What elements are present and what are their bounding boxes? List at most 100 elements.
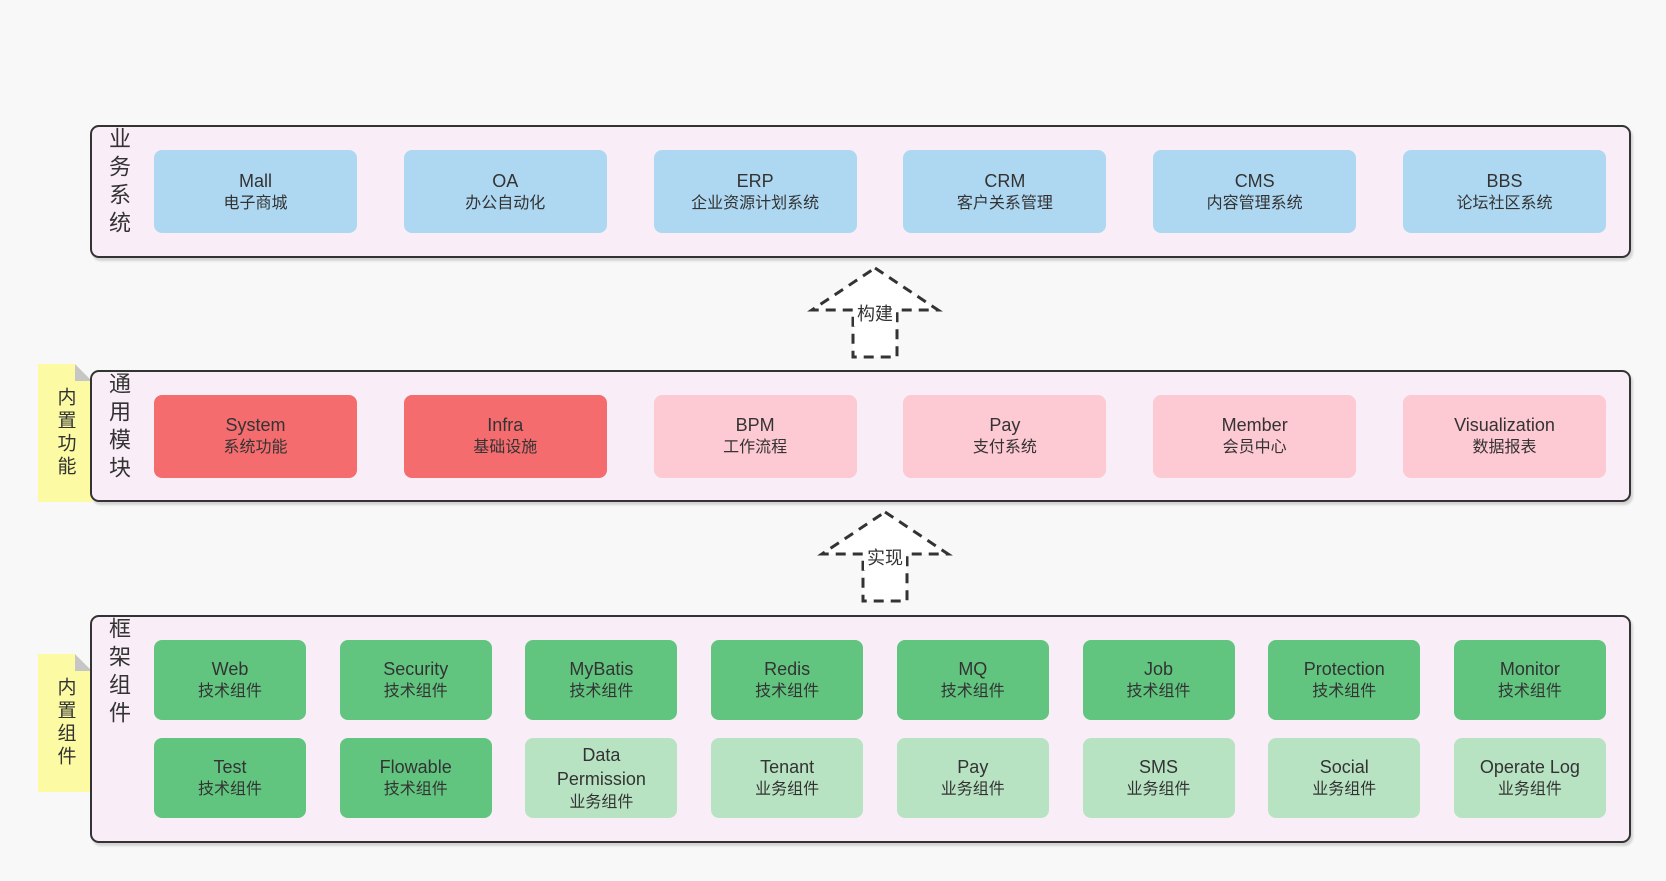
box-subtitle: 工作流程 [723,439,788,457]
box-subtitle: 业务组件 [569,793,634,811]
box-subtitle: 技术组件 [197,781,262,799]
box-subtitle: 业务组件 [1126,781,1191,799]
box-visualization: Visualization 数据报表 [1402,394,1606,478]
box-pay: Pay 支付系统 [903,394,1107,478]
box-member: Member 会员中心 [1153,394,1357,478]
box-bbs: BBS 论坛社区系统 [1402,150,1606,233]
framework-boxes: Web 技术组件 Security 技术组件 MyBatis 技术组件 Redi… [154,617,1606,841]
arrow-implement: 实现 [815,506,955,606]
box-test: Test 技术组件 [154,738,306,818]
box-subtitle: 基础设施 [473,439,538,457]
box-subtitle: 论坛社区系统 [1456,194,1553,212]
sticky-note-built-in-components: 内置组件 [38,654,92,792]
box-title: System [225,415,286,436]
box-title: CMS [1234,170,1275,191]
box-subtitle: 技术组件 [197,683,262,701]
box-title: Job [1144,659,1174,680]
box-title: CRM [984,170,1026,191]
box-infra: Infra 基础设施 [403,394,607,478]
sticky-label: 内置功能 [54,387,76,479]
box-title: Security [383,659,449,680]
box-sms: SMS 业务组件 [1082,738,1235,818]
box-title: Visualization [1454,415,1555,436]
module-boxes: System 系统功能 Infra 基础设施 BPM 工作流程 Pay 支付系统… [154,372,1606,500]
box-flowable: Flowable 技术组件 [339,738,492,818]
box-bpm: BPM 工作流程 [653,394,857,478]
box-title: Infra [487,415,524,436]
box-subtitle: 技术组件 [383,781,448,799]
box-subtitle: 支付系统 [972,439,1037,457]
arrow-implement-label: 实现 [864,544,906,570]
box-subtitle: 数据报表 [1472,439,1537,457]
box-subtitle: 内容管理系统 [1206,194,1303,212]
box-title: MQ [958,659,988,680]
box-title: Member [1221,415,1288,436]
box-operate-log: Operate Log 业务组件 [1453,738,1606,818]
box-title: Protection [1303,659,1385,680]
box-web: Web 技术组件 [154,640,306,720]
box-title: Test [213,757,247,778]
box-monitor: Monitor 技术组件 [1453,640,1606,720]
box-subtitle: 技术组件 [1126,683,1191,701]
box-title: Flowable [379,757,452,778]
box-social: Social 业务组件 [1268,738,1421,818]
arrow-build: 构建 [805,262,945,362]
box-subtitle: 技术组件 [755,683,820,701]
box-pay-biz: Pay 业务组件 [896,738,1049,818]
box-tenant: Tenant 业务组件 [711,738,864,818]
sticky-label: 内置组件 [54,677,76,769]
box-job: Job 技术组件 [1082,640,1235,720]
box-subtitle: 电子商城 [223,194,288,212]
box-subtitle: 技术组件 [569,683,634,701]
box-title: Pay [957,757,989,778]
box-subtitle: 客户关系管理 [956,194,1053,212]
box-title: Data Permission [556,744,646,790]
band-label-common-modules: 通用模块 [106,372,131,484]
box-title: Operate Log [1479,757,1580,778]
box-subtitle: 技术组件 [940,683,1005,701]
box-title: Web [211,659,249,680]
box-title: MyBatis [569,659,634,680]
box-title: BBS [1486,170,1523,191]
box-subtitle: 企业资源计划系统 [691,194,820,212]
box-erp: ERP 企业资源计划系统 [653,150,857,233]
band-common-modules: 通用模块 System 系统功能 Infra 基础设施 BPM 工作流程 Pay… [90,370,1631,502]
box-subtitle: 技术组件 [1497,683,1562,701]
box-subtitle: 业务组件 [940,781,1005,799]
box-mq: MQ 技术组件 [896,640,1049,720]
box-subtitle: 业务组件 [1312,781,1377,799]
box-system: System 系统功能 [154,394,357,478]
box-redis: Redis 技术组件 [711,640,864,720]
arrow-build-label: 构建 [854,300,896,326]
box-mall: Mall 电子商城 [154,150,357,233]
box-title: Pay [989,415,1021,436]
box-subtitle: 业务组件 [1497,781,1562,799]
band-framework-components: 框架组件 Web 技术组件 Security 技术组件 MyBatis 技术组件… [90,615,1631,843]
box-subtitle: 技术组件 [383,683,448,701]
box-cms: CMS 内容管理系统 [1153,150,1357,233]
box-data-permission: Data Permission 业务组件 [525,738,678,818]
box-mybatis: MyBatis 技术组件 [525,640,678,720]
band-label-business-systems: 业务系统 [106,127,131,239]
box-title: Tenant [760,757,815,778]
band-label-framework-components: 框架组件 [106,617,131,729]
box-subtitle: 业务组件 [755,781,820,799]
box-oa: OA 办公自动化 [403,150,607,233]
box-title: SMS [1139,757,1179,778]
box-title: Redis [764,659,811,680]
box-crm: CRM 客户关系管理 [903,150,1107,233]
box-security: Security 技术组件 [339,640,492,720]
box-subtitle: 技术组件 [1312,683,1377,701]
box-title: BPM [735,415,775,436]
sticky-note-built-in-features: 内置功能 [38,364,92,502]
box-title: OA [492,170,519,191]
box-title: Mall [238,170,272,191]
box-subtitle: 系统功能 [223,439,288,457]
box-protection: Protection 技术组件 [1268,640,1421,720]
business-boxes: Mall 电子商城 OA 办公自动化 ERP 企业资源计划系统 CRM 客户关系… [154,127,1606,256]
box-title: Social [1319,757,1369,778]
box-title: Monitor [1499,659,1560,680]
band-business-systems: 业务系统 Mall 电子商城 OA 办公自动化 ERP 企业资源计划系统 CRM… [90,125,1631,258]
box-subtitle: 会员中心 [1222,439,1287,457]
box-title: ERP [736,170,774,191]
